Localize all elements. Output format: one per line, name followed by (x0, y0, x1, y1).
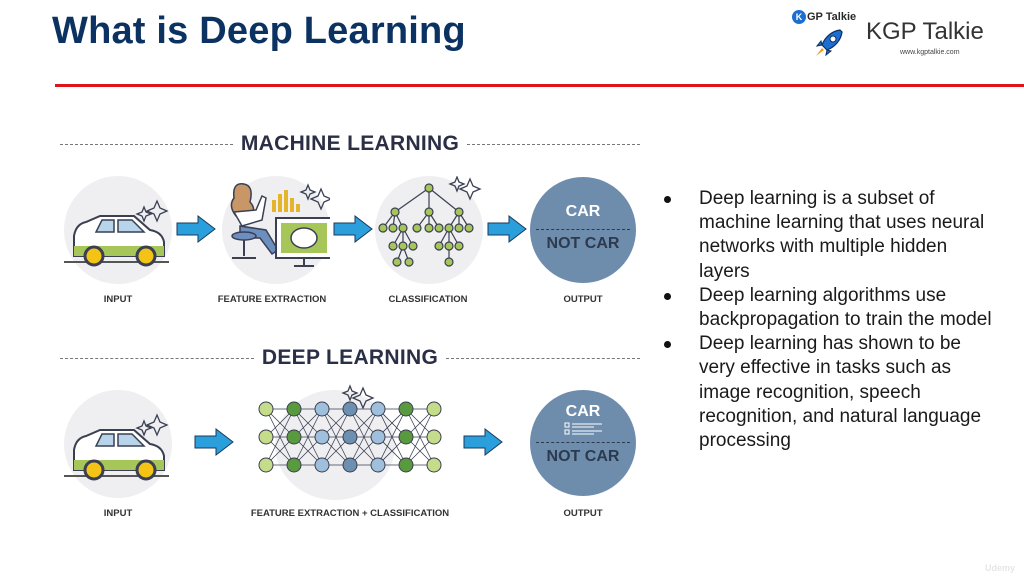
network-connection (377, 408, 407, 466)
rocket-icon (812, 26, 846, 60)
network-connection (321, 408, 351, 466)
network-node (370, 429, 386, 445)
deep-learning-heading: DEEP LEARNING (60, 345, 640, 371)
slide-title: What is Deep Learning (52, 10, 466, 52)
network-node (398, 429, 414, 445)
output-not-car-label: NOT CAR (546, 448, 620, 465)
sparkle-icon (341, 384, 359, 402)
logo-badge-text: GP Talkie (807, 11, 857, 23)
divider (60, 357, 254, 359)
bullet-dot-icon (664, 341, 671, 349)
bullet-item: Deep learning is a subset of machine lea… (660, 187, 1000, 284)
network-connection (405, 408, 435, 466)
network-node (370, 457, 386, 473)
udemy-watermark: Udemy (985, 563, 1016, 573)
output-car-label: CAR (565, 203, 601, 220)
ml-step-label: OUTPUT (563, 294, 603, 305)
decision-tree-icon (378, 176, 482, 267)
bullet-item: Deep learning has shown to be very effec… (660, 332, 1000, 453)
ml-step-label: CLASSIFICATION (388, 294, 468, 305)
output-separator (536, 229, 630, 230)
car-icon (64, 199, 169, 267)
bullet-text: Deep learning is a subset of machine lea… (699, 188, 985, 282)
network-node (426, 401, 442, 417)
network-node (342, 457, 358, 473)
network-node (286, 429, 302, 445)
network-connection (293, 408, 323, 466)
bullet-dot-icon (664, 292, 671, 300)
neural-network-icon (230, 375, 470, 495)
bullet-text: Deep learning has shown to be very effec… (699, 333, 982, 452)
machine-learning-heading: MACHINE LEARNING (60, 131, 641, 157)
dl-step-label: FEATURE EXTRACTION + CLASSIFICATION (250, 508, 450, 519)
dl-input-circle (64, 390, 172, 498)
output-car-label: CAR (565, 403, 601, 420)
output-not-car-label: NOT CAR (546, 235, 620, 252)
network-connection (265, 408, 295, 466)
network-node (314, 457, 330, 473)
ml-step-label: INPUT (103, 294, 133, 305)
network-node (258, 401, 274, 417)
logo-name: KGP Talkie (866, 18, 984, 45)
divider (60, 143, 233, 145)
car-icon (64, 413, 169, 481)
divider (467, 143, 641, 145)
ml-input-circle (64, 176, 172, 284)
dl-step-label: INPUT (103, 508, 133, 519)
bullet-text: Deep learning algorithms use backpropaga… (699, 284, 992, 331)
title-underline (55, 84, 1024, 87)
network-node (286, 457, 302, 473)
output-separator (536, 442, 630, 443)
network-node (426, 457, 442, 473)
network-node (314, 401, 330, 417)
divider (446, 357, 640, 359)
bullet-dot-icon (664, 196, 671, 203)
network-node (258, 457, 274, 473)
sparkle-icon (351, 386, 375, 410)
dl-step-label: OUTPUT (563, 508, 603, 519)
network-node (286, 401, 302, 417)
arrow-right-icon (333, 215, 373, 243)
arrow-right-icon (463, 428, 503, 456)
network-node (398, 401, 414, 417)
network-node (314, 429, 330, 445)
checklist-icon (564, 422, 602, 435)
network-connection (349, 408, 379, 466)
network-node (426, 429, 442, 445)
ml-step-label: FEATURE EXTRACTION (217, 294, 327, 305)
arrow-right-icon (487, 215, 527, 243)
person-at-computer-icon (230, 183, 330, 267)
network-node (342, 401, 358, 417)
bullet-list: Deep learning is a subset of machine lea… (660, 187, 1000, 453)
network-node (258, 429, 274, 445)
logo-badge-letter: K (792, 10, 806, 24)
ml-feature-circle (222, 176, 330, 284)
dl-output-circle: CAR NOT CAR (530, 390, 636, 496)
machine-learning-title: MACHINE LEARNING (240, 132, 460, 155)
bullet-item: Deep learning algorithms use backpropaga… (660, 284, 1000, 332)
logo-url: www.kgptalkie.com (900, 49, 960, 56)
network-node (370, 401, 386, 417)
arrow-right-icon (176, 215, 216, 243)
network-node (342, 429, 358, 445)
network-node (398, 457, 414, 473)
arrow-right-icon (194, 428, 234, 456)
ml-classification-circle (375, 176, 483, 284)
deep-learning-title: DEEP LEARNING (261, 346, 439, 369)
ml-output-circle: CAR NOT CAR (530, 177, 636, 283)
